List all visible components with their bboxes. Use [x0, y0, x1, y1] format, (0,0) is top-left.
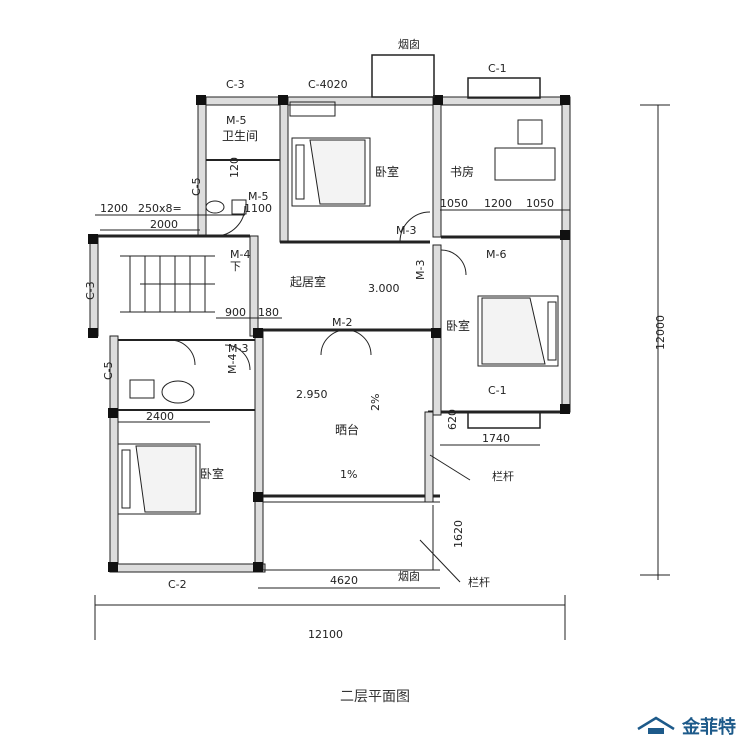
dim-2400: 2400	[146, 410, 174, 423]
label-m6: M-6	[486, 248, 506, 261]
label-c3-top: C-3	[226, 78, 245, 91]
floor-plan: 卫生间 卧室 书房 起居室 卧室 晒台 卧室 烟囱 烟囱 栏杆 栏杆 C-3 C…	[84, 37, 670, 641]
dim-4620: 4620	[330, 574, 358, 587]
label-m2: M-2	[332, 316, 352, 329]
label-m4-lower: M-4	[226, 354, 239, 374]
dim-620: 620	[446, 409, 459, 430]
dim-1200-a: 1200	[100, 202, 128, 215]
room-bedroom-top: 卧室	[375, 164, 399, 179]
label-m5-top: M-5	[248, 190, 268, 203]
label-railing-bottom: 栏杆	[468, 575, 490, 589]
label-c5-lower: C-5	[102, 361, 115, 380]
dim-2000: 2000	[150, 218, 178, 231]
label-c4020: C-4020	[308, 78, 348, 91]
dim-180: 180	[258, 306, 279, 319]
dim-1100: 1100	[244, 202, 272, 215]
label-c1-right: C-1	[488, 384, 507, 397]
dim-1050-a: 1050	[440, 197, 468, 210]
dim-250x8: 250x8=	[138, 202, 182, 215]
dim-120: 120	[228, 157, 241, 178]
room-study: 书房	[450, 164, 474, 179]
label-m3-lower: M-3	[228, 342, 248, 355]
label-c1-top: C-1	[488, 62, 507, 75]
dim-1200-b: 1200	[484, 197, 512, 210]
room-bath: 卫生间	[222, 129, 258, 143]
label-chimney-top: 烟囱	[398, 37, 420, 51]
room-living: 起居室	[290, 274, 326, 289]
brand-name: 金菲特	[682, 717, 736, 738]
dim-12100: 12100	[308, 628, 343, 641]
label-m3-mid: M-3	[414, 260, 427, 280]
dim-1740: 1740	[482, 432, 510, 445]
dim-900: 900	[225, 306, 246, 319]
slope-1: 1%	[340, 468, 357, 481]
label-c3-left: C-3	[84, 281, 97, 300]
room-bedroom-left: 卧室	[200, 466, 224, 481]
plan-caption: 二层平面图	[340, 689, 410, 705]
label-c5-upper: C-5	[190, 177, 203, 196]
walls	[88, 54, 571, 573]
label-down: 下	[230, 260, 241, 273]
label-m4-upper: M-4	[230, 248, 250, 261]
label-m3-top: M-3	[396, 224, 416, 237]
room-bedroom-right: 卧室	[446, 318, 470, 333]
furniture	[117, 119, 559, 515]
dimension-lines	[94, 104, 670, 640]
level-living: 3.000	[368, 282, 400, 295]
room-balcony: 晒台	[335, 422, 359, 437]
label-m5-small: M-5	[226, 114, 246, 127]
level-balcony: 2.950	[296, 388, 328, 401]
label-railing-right: 栏杆	[492, 469, 514, 483]
house-logo-icon	[637, 716, 675, 734]
slope-2: 2%	[369, 394, 382, 411]
label-chimney-bottom: 烟囱	[398, 569, 420, 583]
label-c2: C-2	[168, 578, 187, 591]
brand-logo: 金菲特	[636, 712, 736, 740]
dim-1050-b: 1050	[526, 197, 554, 210]
dim-12000: 12000	[654, 315, 667, 350]
dim-1620: 1620	[452, 520, 465, 548]
